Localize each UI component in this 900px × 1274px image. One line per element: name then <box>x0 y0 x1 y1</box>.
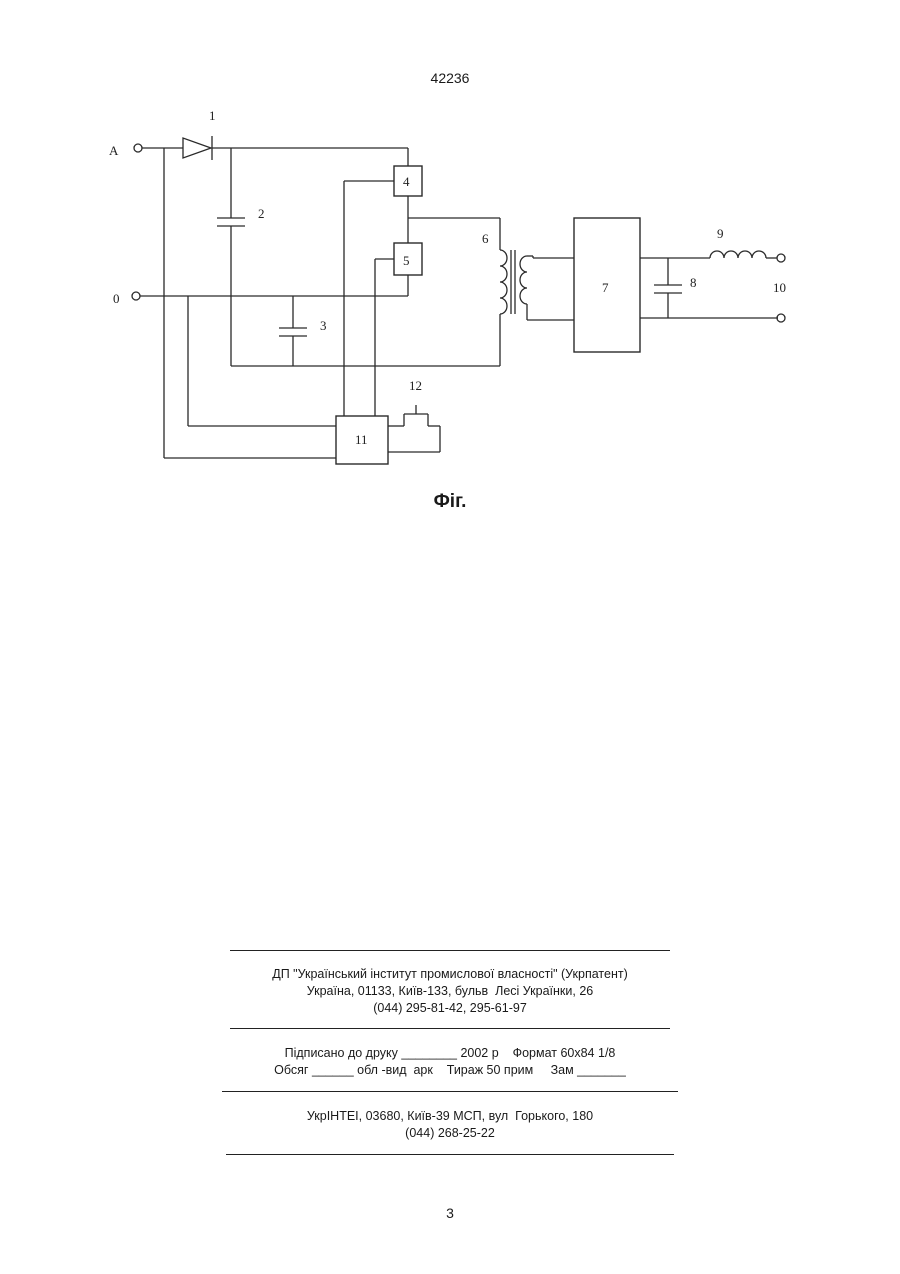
print-details-block: Підписано до друку ________ 2002 р Форма… <box>0 1045 900 1079</box>
figure-caption: Фіг. <box>0 491 900 513</box>
label-5: 5 <box>403 253 410 268</box>
publisher-block: ДП "Український інститут промислової вла… <box>0 966 900 1017</box>
print-signed-line: Підписано до друку ________ 2002 р Форма… <box>0 1045 900 1062</box>
terminal-zero-icon <box>132 292 140 300</box>
terminal-zero-label: 0 <box>113 291 120 306</box>
publisher-phone: (044) 295-81-42, 295-61-97 <box>0 1000 900 1017</box>
divider <box>230 950 670 951</box>
divider <box>230 1028 670 1029</box>
printer-block: УкрІНТЕІ, 03680, Київ-39 МСП, вул Горько… <box>0 1108 900 1142</box>
terminal-a-icon <box>134 144 142 152</box>
label-7: 7 <box>602 280 609 295</box>
label-12: 12 <box>409 378 422 393</box>
capacitor-2-icon <box>217 218 245 226</box>
label-1: 1 <box>209 108 216 123</box>
document-number: 42236 <box>0 70 900 86</box>
label-11: 11 <box>355 432 368 447</box>
capacitor-3-icon <box>279 328 307 336</box>
capacitor-8-icon <box>654 285 682 293</box>
label-3: 3 <box>320 318 327 333</box>
switch-icon <box>404 405 428 426</box>
label-8: 8 <box>690 275 697 290</box>
publisher-name: ДП "Український інститут промислової вла… <box>0 966 900 983</box>
output-terminal-top-icon <box>777 254 785 262</box>
printer-phone: (044) 268-25-22 <box>0 1125 900 1142</box>
divider <box>222 1091 678 1092</box>
transformer-icon <box>500 250 527 314</box>
inductor-icon <box>710 251 766 258</box>
printer-address: УкрІНТЕІ, 03680, Київ-39 МСП, вул Горько… <box>0 1108 900 1125</box>
diode-icon <box>183 136 212 160</box>
page-number: 3 <box>0 1205 900 1221</box>
label-4: 4 <box>403 174 410 189</box>
label-6: 6 <box>482 231 489 246</box>
publisher-address: Україна, 01133, Київ-133, бульв Лесі Укр… <box>0 983 900 1000</box>
label-2: 2 <box>258 206 265 221</box>
circuit-diagram: A 0 1 2 3 4 5 6 7 8 9 10 11 12 <box>100 100 820 480</box>
print-volume-line: Обсяг ______ обл -вид арк Тираж 50 прим … <box>0 1062 900 1079</box>
label-10: 10 <box>773 280 786 295</box>
divider <box>226 1154 674 1155</box>
output-terminal-bottom-icon <box>777 314 785 322</box>
terminal-a-label: A <box>109 143 119 158</box>
label-9: 9 <box>717 226 724 241</box>
